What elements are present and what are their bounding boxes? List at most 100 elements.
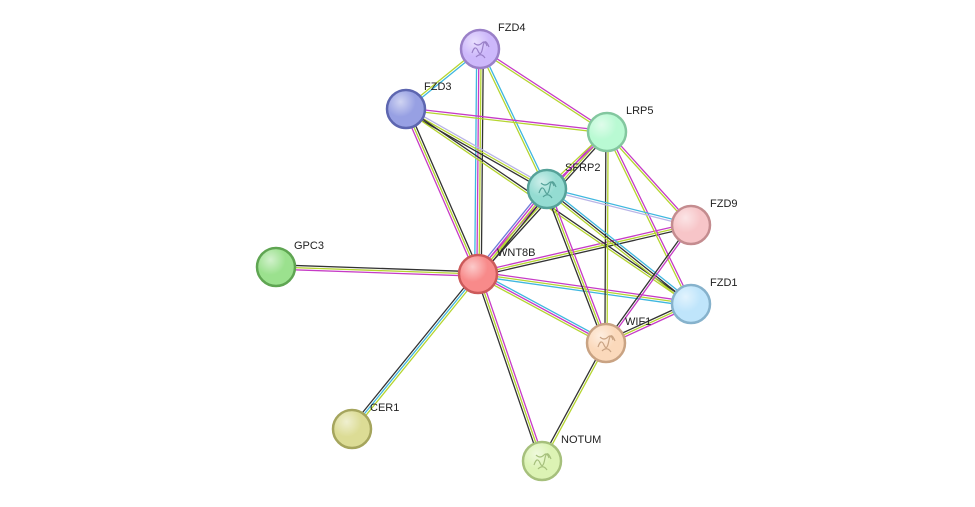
edge-line-black	[540, 341, 606, 462]
node-highlight	[673, 207, 709, 243]
edge-line-black	[349, 271, 477, 429]
node-highlight	[460, 256, 496, 292]
edge-line-lavender	[546, 189, 692, 227]
edge-lrp5-fzd9[interactable]	[605, 130, 693, 227]
node-label: WIF1	[625, 316, 651, 328]
edge-wnt8b-fzd4[interactable]	[474, 48, 484, 275]
node-wif1[interactable]: WIF1	[585, 316, 651, 364]
node-notum[interactable]: NOTUM	[521, 434, 601, 482]
node-label: FZD9	[710, 198, 738, 210]
edge-wnt8b-gpc3[interactable]	[275, 264, 479, 277]
node-highlight	[462, 31, 498, 67]
node-label: FZD3	[424, 81, 452, 93]
edge-line-magenta	[606, 224, 693, 345]
edge-line-yellow	[405, 109, 608, 134]
node-highlight	[388, 91, 424, 127]
node-label: SFRP2	[565, 162, 600, 174]
node-wnt8b[interactable]: WNT8B	[457, 247, 536, 295]
edge-line-black	[544, 189, 605, 345]
edge-line-black	[604, 131, 607, 344]
edge-line-magenta	[607, 130, 693, 305]
protein-structure-icon	[597, 335, 616, 353]
edge-line-cyan	[546, 187, 692, 225]
protein-structure-icon	[533, 453, 552, 471]
edge-line-magenta	[479, 47, 609, 132]
edge-line-cyan	[351, 273, 479, 430]
edge-line-magenta	[476, 222, 692, 273]
edge-fzd4-lrp5[interactable]	[478, 47, 609, 134]
edge-line-magenta	[405, 107, 608, 132]
node-highlight	[524, 443, 560, 479]
edge-line-cyan	[478, 271, 608, 342]
node-highlight	[673, 286, 709, 322]
node-highlight	[589, 114, 625, 150]
node-fzd1[interactable]: FZD1	[670, 277, 738, 325]
edge-line-yellow	[476, 275, 606, 346]
edge-line-yellow	[542, 342, 608, 463]
edge-line-magenta	[275, 268, 479, 277]
edge-line-cyan	[547, 186, 694, 303]
node-fzd9[interactable]: FZD9	[670, 198, 738, 246]
node-sfrp2[interactable]: SFRP2	[526, 162, 600, 210]
node-label: CER1	[370, 402, 399, 414]
edge-line-yellow	[605, 132, 691, 227]
edge-line-cyan	[474, 48, 478, 275]
edge-line-magenta	[403, 109, 477, 276]
node-label: FZD1	[710, 277, 738, 289]
edge-line-black	[546, 188, 692, 305]
edge-wif1-notum[interactable]	[540, 341, 608, 463]
edge-line-lavender	[406, 106, 549, 188]
node-label: LRP5	[626, 105, 654, 117]
node-lrp5[interactable]: LRP5	[586, 105, 654, 153]
edge-sfrp2-fzd1[interactable]	[544, 186, 694, 307]
edge-line-yellow	[405, 108, 479, 275]
edge-lrp5-fzd1[interactable]	[605, 130, 693, 306]
node-highlight	[258, 249, 294, 285]
node-label: GPC3	[294, 240, 324, 252]
edge-line-yellow	[605, 131, 691, 306]
edge-wnt8b-fzd3[interactable]	[403, 107, 481, 276]
edge-line-magenta	[477, 273, 607, 344]
edge-fzd3-lrp5[interactable]	[405, 107, 608, 134]
edge-sfrp2-fzd9[interactable]	[546, 187, 692, 227]
edge-line-yellow	[478, 49, 608, 134]
edge-line-black	[404, 110, 547, 192]
edge-sfrp2-wif1[interactable]	[544, 187, 609, 345]
edge-line-yellow	[477, 273, 543, 462]
edge-line-yellow	[275, 266, 479, 275]
edge-line-magenta	[548, 187, 609, 343]
protein-structure-icon	[471, 41, 490, 59]
edge-line-yellow	[546, 188, 607, 344]
edge-line-black	[475, 274, 541, 463]
edge-line-magenta	[476, 48, 480, 275]
node-fzd4[interactable]: FZD4	[459, 22, 526, 70]
node-fzd3[interactable]: FZD3	[385, 81, 452, 130]
edge-wnt8b-cer1[interactable]	[349, 271, 481, 432]
node-cer1[interactable]: CER1	[331, 402, 399, 450]
edge-line-yellow	[477, 273, 692, 305]
node-gpc3[interactable]: GPC3	[255, 240, 324, 288]
node-highlight	[334, 411, 370, 447]
edge-wnt8b-notum[interactable]	[475, 272, 545, 463]
protein-structure-icon	[538, 181, 557, 199]
node-highlight	[588, 325, 624, 361]
edge-line-cyan	[480, 47, 549, 190]
edge-line-magenta	[479, 272, 545, 461]
edge-line-yellow	[544, 190, 691, 307]
edge-fzd9-wif1[interactable]	[604, 223, 693, 345]
edge-line-yellow	[353, 274, 481, 432]
edge-line-black	[604, 223, 691, 344]
edge-line-magenta	[607, 130, 693, 225]
edge-fzd3-sfrp2[interactable]	[404, 106, 549, 192]
node-label: FZD4	[498, 22, 526, 34]
node-label: WNT8B	[497, 247, 536, 259]
edge-line-black	[407, 107, 481, 274]
edge-line-black	[275, 264, 479, 273]
edge-line-yellow	[405, 108, 548, 190]
edge-wnt8b-wif1[interactable]	[476, 271, 608, 346]
edge-line-black	[480, 48, 484, 275]
node-label: NOTUM	[561, 434, 601, 446]
node-highlight	[529, 171, 565, 207]
